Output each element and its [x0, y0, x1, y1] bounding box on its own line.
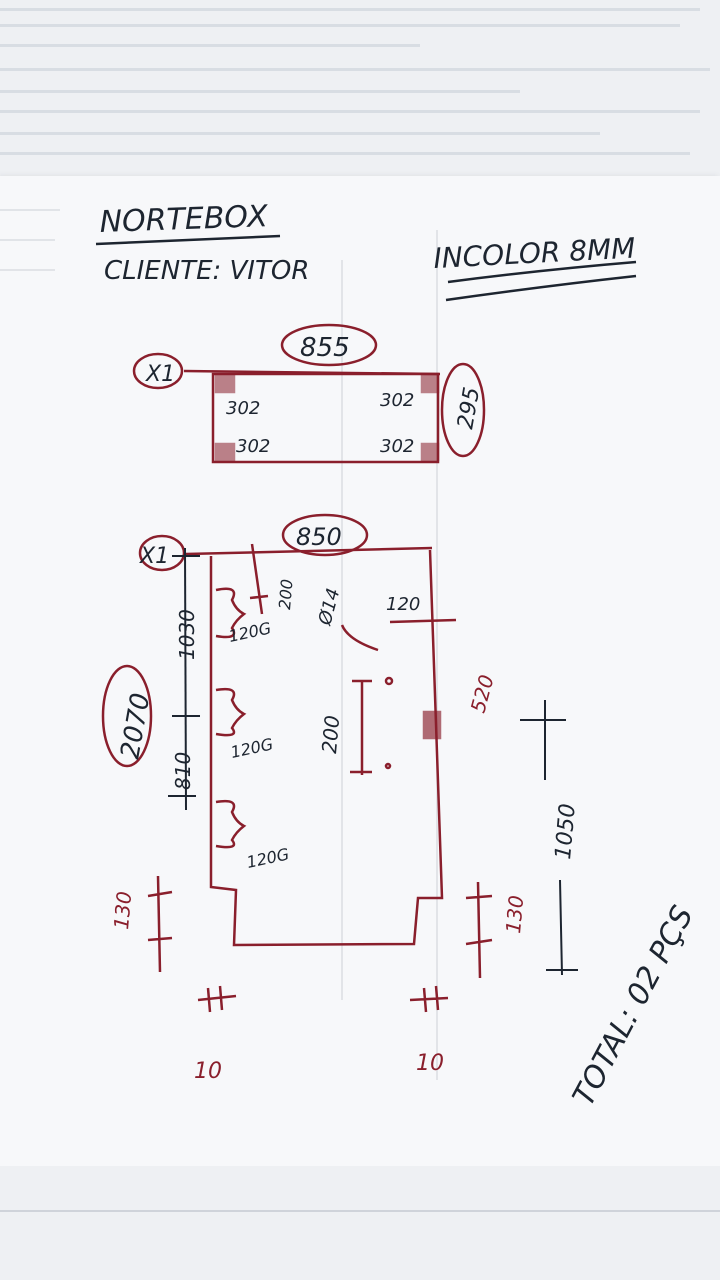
segment-top: 1030 — [175, 609, 199, 660]
main-piece-width: 850 — [296, 523, 342, 551]
hinge-offset: 200 — [275, 578, 297, 610]
header-block: NORTEBOX CLIENTE: VITOR INCOLOR 8MM — [95, 199, 637, 302]
desk-surface — [0, 1166, 720, 1280]
main-piece-drawing — [101, 513, 457, 947]
order-total: TOTAL: 02 PÇS — [566, 900, 701, 1111]
top-piece-width: 855 — [300, 333, 350, 363]
top-piece-drawing — [132, 323, 486, 464]
sketch-paper — [0, 176, 720, 1166]
notch-right-height: 130 — [501, 894, 528, 934]
main-piece-height: 2070 — [115, 691, 156, 761]
top-piece-height: 295 — [453, 385, 485, 431]
paper-edge — [0, 1210, 720, 1212]
notch-right-width: 10 — [416, 1051, 444, 1076]
main-piece-quantity: X1 — [139, 544, 169, 569]
printed-line — [0, 110, 700, 113]
corner-note: 302 — [380, 390, 414, 411]
bottom-segment: 1050 — [551, 803, 581, 861]
company-name: NORTEBOX — [99, 199, 270, 240]
printed-line — [0, 44, 420, 47]
corner-note: 302 — [380, 436, 414, 457]
printed-line — [0, 152, 690, 155]
corner-note: 302 — [226, 398, 260, 419]
notch-left-height: 130 — [109, 890, 136, 930]
printed-line — [0, 132, 600, 135]
printed-line — [0, 24, 680, 27]
segment-bottom: 810 — [171, 752, 195, 790]
handle-height: 520 — [466, 672, 499, 715]
hinge-label: 120G — [245, 844, 291, 872]
handle-spacing: 200 — [317, 714, 344, 754]
notch-left-width: 10 — [194, 1059, 222, 1084]
background-sheet — [0, 0, 720, 200]
top-piece-quantity: X1 — [145, 362, 175, 387]
corner-note: 302 — [236, 436, 270, 457]
printed-line — [0, 68, 710, 71]
printed-line — [0, 90, 520, 93]
hole-offset: 120 — [386, 594, 420, 615]
printed-line — [0, 8, 700, 11]
client-line: CLIENTE: VITOR — [104, 256, 309, 286]
hole-diameter: Ø14 — [314, 586, 344, 628]
hinge-label: 120G — [227, 618, 273, 646]
hinge-label: 120G — [229, 734, 275, 762]
glass-spec: INCOLOR 8MM — [433, 231, 637, 275]
